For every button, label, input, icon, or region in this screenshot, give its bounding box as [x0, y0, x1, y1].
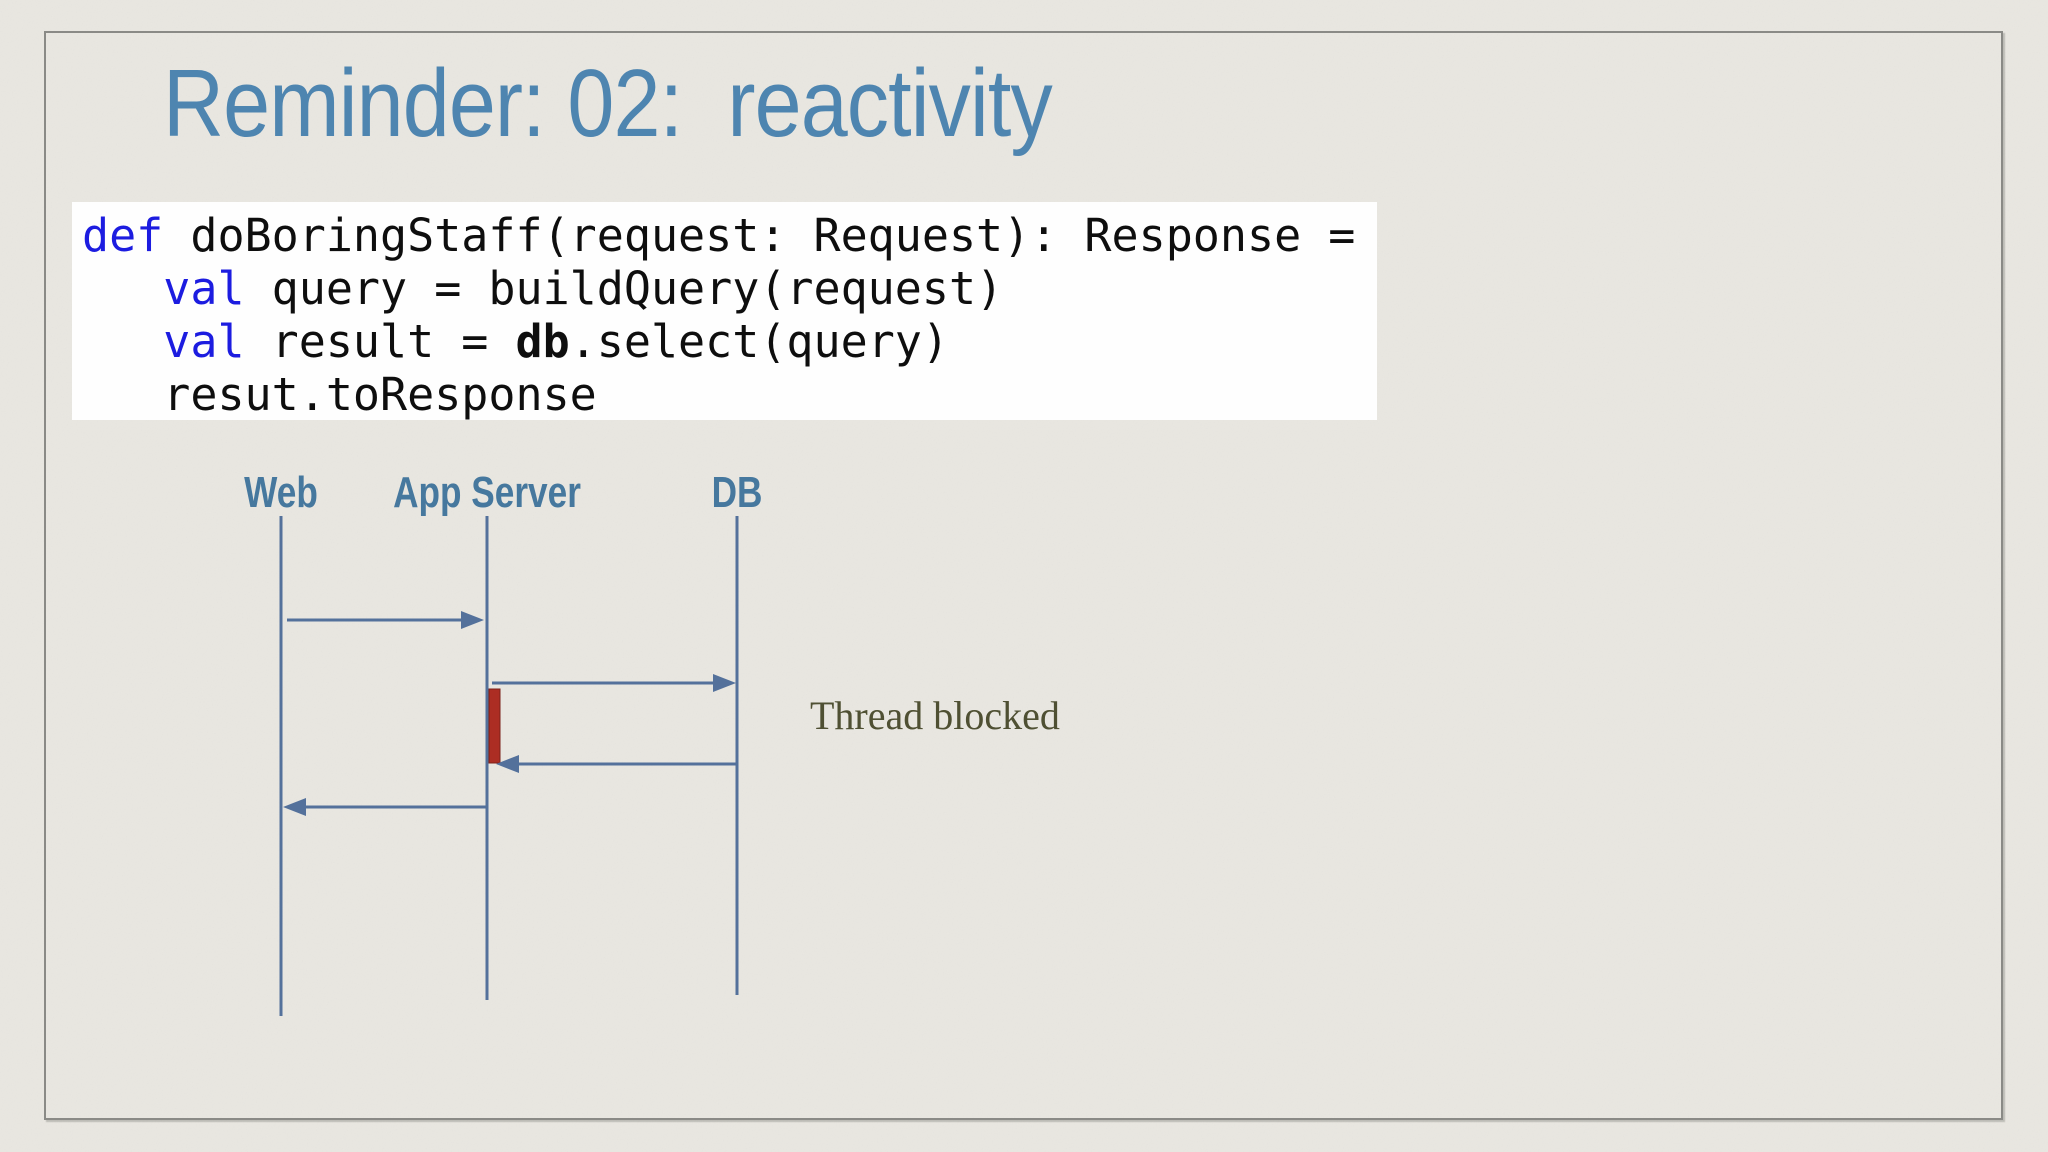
message-arrow-db-to-app — [496, 755, 738, 773]
code-snippet-block: def doBoringStaff(request: Request): Res… — [72, 202, 1377, 421]
thread-blocked-activation-bar — [488, 688, 501, 764]
lifeline-label-web: Web — [244, 468, 318, 517]
code-line: resut.toResponse — [82, 368, 1377, 421]
slide-title: Reminder: 02: reactivity — [163, 50, 1053, 157]
lifeline-label-app-server: App Server — [393, 468, 581, 517]
code-text: .select(query) — [569, 315, 949, 368]
message-arrow-web-to-app — [287, 611, 484, 629]
code-keyword: val — [163, 262, 245, 315]
code-text: doBoringStaff(request: Request): Respons… — [163, 209, 1356, 262]
code-text: db — [515, 315, 570, 368]
code-keyword: def — [82, 209, 164, 262]
code-keyword: val — [163, 315, 245, 368]
slide-border — [44, 31, 2003, 1120]
code-line: val query = buildQuery(request) — [82, 262, 1377, 315]
message-arrow-app-to-db — [492, 674, 736, 692]
message-arrow-app-to-web — [283, 798, 487, 816]
code-line: def doBoringStaff(request: Request): Res… — [82, 209, 1377, 262]
code-line: val result = db.select(query) — [82, 315, 1377, 368]
code-text: result = — [244, 315, 516, 368]
thread-blocked-label: Thread blocked — [810, 693, 1060, 738]
code-text: resut.toResponse — [82, 368, 597, 421]
code-text: query = buildQuery(request) — [244, 262, 1004, 315]
lifeline-label-db: DB — [711, 468, 763, 517]
